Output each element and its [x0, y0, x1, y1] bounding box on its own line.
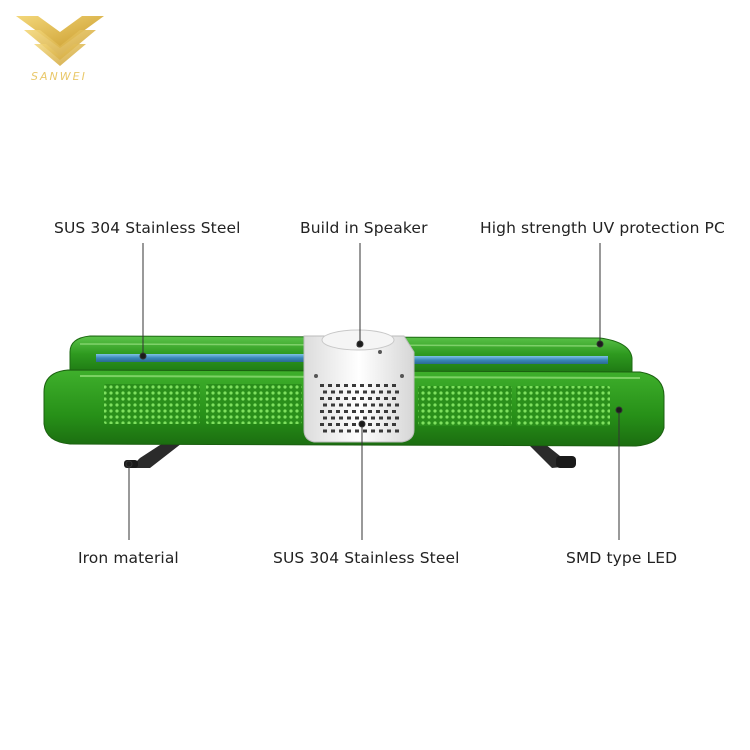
grille-slot [344, 397, 348, 400]
grille-slot [344, 410, 348, 413]
grille-slot [379, 403, 383, 407]
grille-slot [392, 397, 396, 400]
grille-slot [331, 429, 335, 433]
grille-slot [344, 423, 348, 426]
grille-slot [360, 384, 364, 387]
callout-bottom-right-label: SMD type LED [566, 549, 678, 567]
grille-slot [395, 416, 399, 420]
grille-slot [331, 403, 335, 407]
led-module-right-1 [418, 386, 512, 426]
grille-slot [344, 384, 348, 387]
callout-bottom-left-label: Iron material [78, 549, 179, 567]
speaker-housing [303, 329, 415, 443]
grille-slot [320, 423, 324, 426]
grille-slot [392, 384, 396, 387]
grille-slot [328, 410, 332, 413]
grille-slot [387, 429, 391, 433]
grille-slot [392, 410, 396, 413]
grille-slot [387, 390, 391, 394]
grille-slot [331, 390, 335, 394]
grille-slot [339, 390, 343, 394]
grille-slot [379, 416, 383, 420]
grille-slot [339, 403, 343, 407]
grille-slot [376, 384, 380, 387]
grille-slot [355, 390, 359, 394]
grille-slot [352, 410, 356, 413]
grille-slot [355, 429, 359, 433]
grille-slot [360, 410, 364, 413]
grille-slot [384, 397, 388, 400]
callout-top-center-label: Build in Speaker [300, 219, 428, 237]
grille-slot [376, 410, 380, 413]
led-module-left-2 [206, 384, 302, 424]
grille-slot [323, 429, 327, 433]
brand-name: SANWEI [31, 70, 87, 83]
grille-slot [328, 423, 332, 426]
grille-slot [387, 416, 391, 420]
grille-slot [347, 403, 351, 407]
grille-slot [376, 423, 380, 426]
callout-bottom-center-label: SUS 304 Stainless Steel [273, 549, 460, 567]
grille-slot [363, 390, 367, 394]
grille-slot [363, 403, 367, 407]
grille-slot [371, 403, 375, 407]
grille-slot [352, 384, 356, 387]
grille-slot [379, 429, 383, 433]
grille-slot [368, 423, 372, 426]
grille-slot [347, 390, 351, 394]
grille-slot [339, 416, 343, 420]
grille-slot [371, 429, 375, 433]
grille-slot [336, 410, 340, 413]
grille-slot [355, 416, 359, 420]
grille-slot [323, 390, 327, 394]
grille-slot [395, 390, 399, 394]
grille-slot [336, 423, 340, 426]
grille-slot [387, 403, 391, 407]
grille-slot [363, 429, 367, 433]
grille-slot [323, 416, 327, 420]
grille-slot [368, 410, 372, 413]
grille-slot [363, 416, 367, 420]
callout-lines [125, 243, 623, 540]
rail-left [96, 354, 304, 362]
grille-slot [355, 403, 359, 407]
grille-slot [384, 410, 388, 413]
led-module-right-2 [516, 386, 610, 426]
rail-right [412, 356, 608, 364]
grille-slot [384, 384, 388, 387]
grille-slot [320, 384, 324, 387]
grille-slot [347, 416, 351, 420]
grille-slot [360, 397, 364, 400]
grille-slot [371, 416, 375, 420]
grille-slot [368, 384, 372, 387]
grille-slot [352, 397, 356, 400]
grille-slot [336, 384, 340, 387]
grille-slot [376, 397, 380, 400]
grille-slot [352, 423, 356, 426]
speaker-grille [320, 384, 399, 433]
grille-slot [395, 429, 399, 433]
callout-top-left-label: SUS 304 Stainless Steel [54, 219, 241, 237]
grille-slot [379, 390, 383, 394]
grille-slot [384, 423, 388, 426]
grille-slot [368, 397, 372, 400]
grille-slot [347, 429, 351, 433]
led-module-left-1 [104, 384, 200, 424]
grille-slot [320, 397, 324, 400]
callout-top-right-label: High strength UV protection PC [480, 219, 725, 237]
grille-slot [328, 397, 332, 400]
grille-slot [336, 397, 340, 400]
grille-slot [395, 403, 399, 407]
grille-slot [331, 416, 335, 420]
grille-slot [328, 384, 332, 387]
grille-slot [392, 423, 396, 426]
grille-slot [323, 403, 327, 407]
sanwei-logo-icon [16, 16, 104, 66]
brand-logo: SANWEI [10, 8, 110, 88]
grille-slot [339, 429, 343, 433]
grille-slot [320, 410, 324, 413]
grille-slot [371, 390, 375, 394]
